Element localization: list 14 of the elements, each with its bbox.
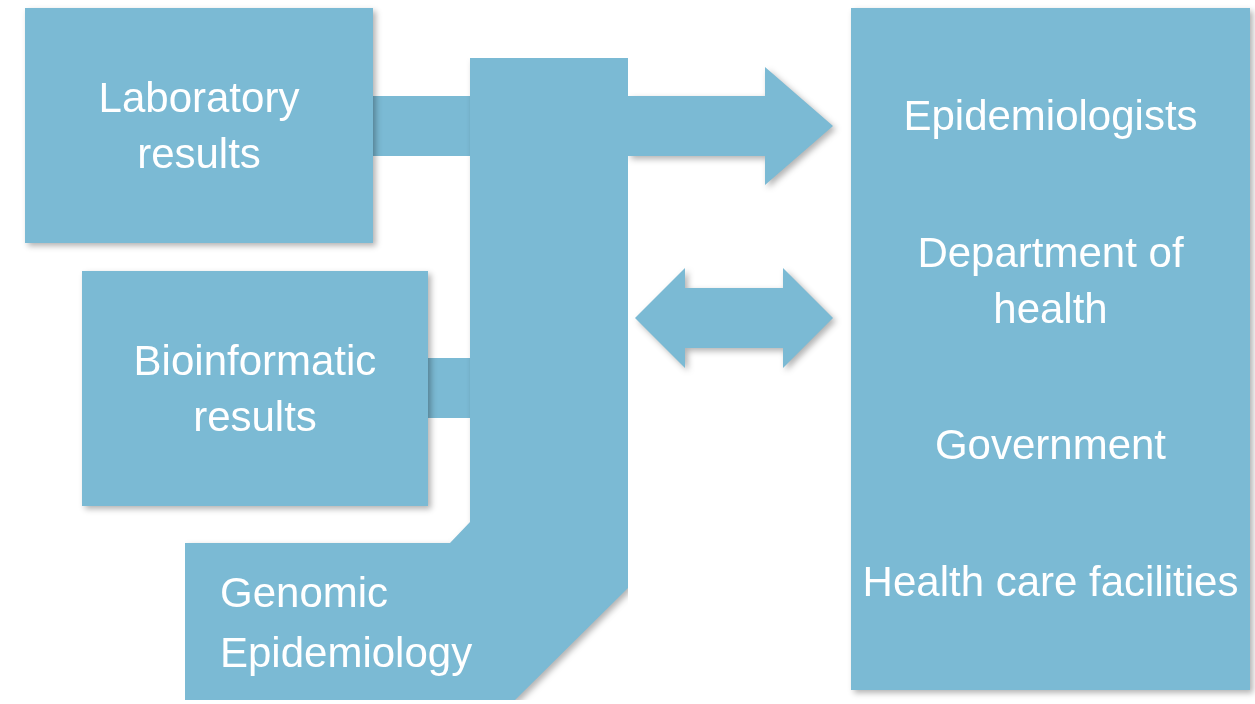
node-label: Genomic Epidemiology [220,568,474,678]
block-arrow [628,67,833,185]
connector-band [373,96,470,156]
source-box [82,271,428,506]
node-label: Laboratory results [97,72,301,179]
node-label: Epidemiologists [903,91,1198,142]
audience-panel [851,8,1250,690]
source-box [25,8,373,243]
node-label: Bioinformatic results [132,335,378,442]
node-label: Department of health [916,227,1185,334]
node-label: Government [934,420,1167,471]
double-arrow [635,268,833,368]
connector-band [428,358,470,418]
node-label: Health care facilities [862,556,1239,607]
